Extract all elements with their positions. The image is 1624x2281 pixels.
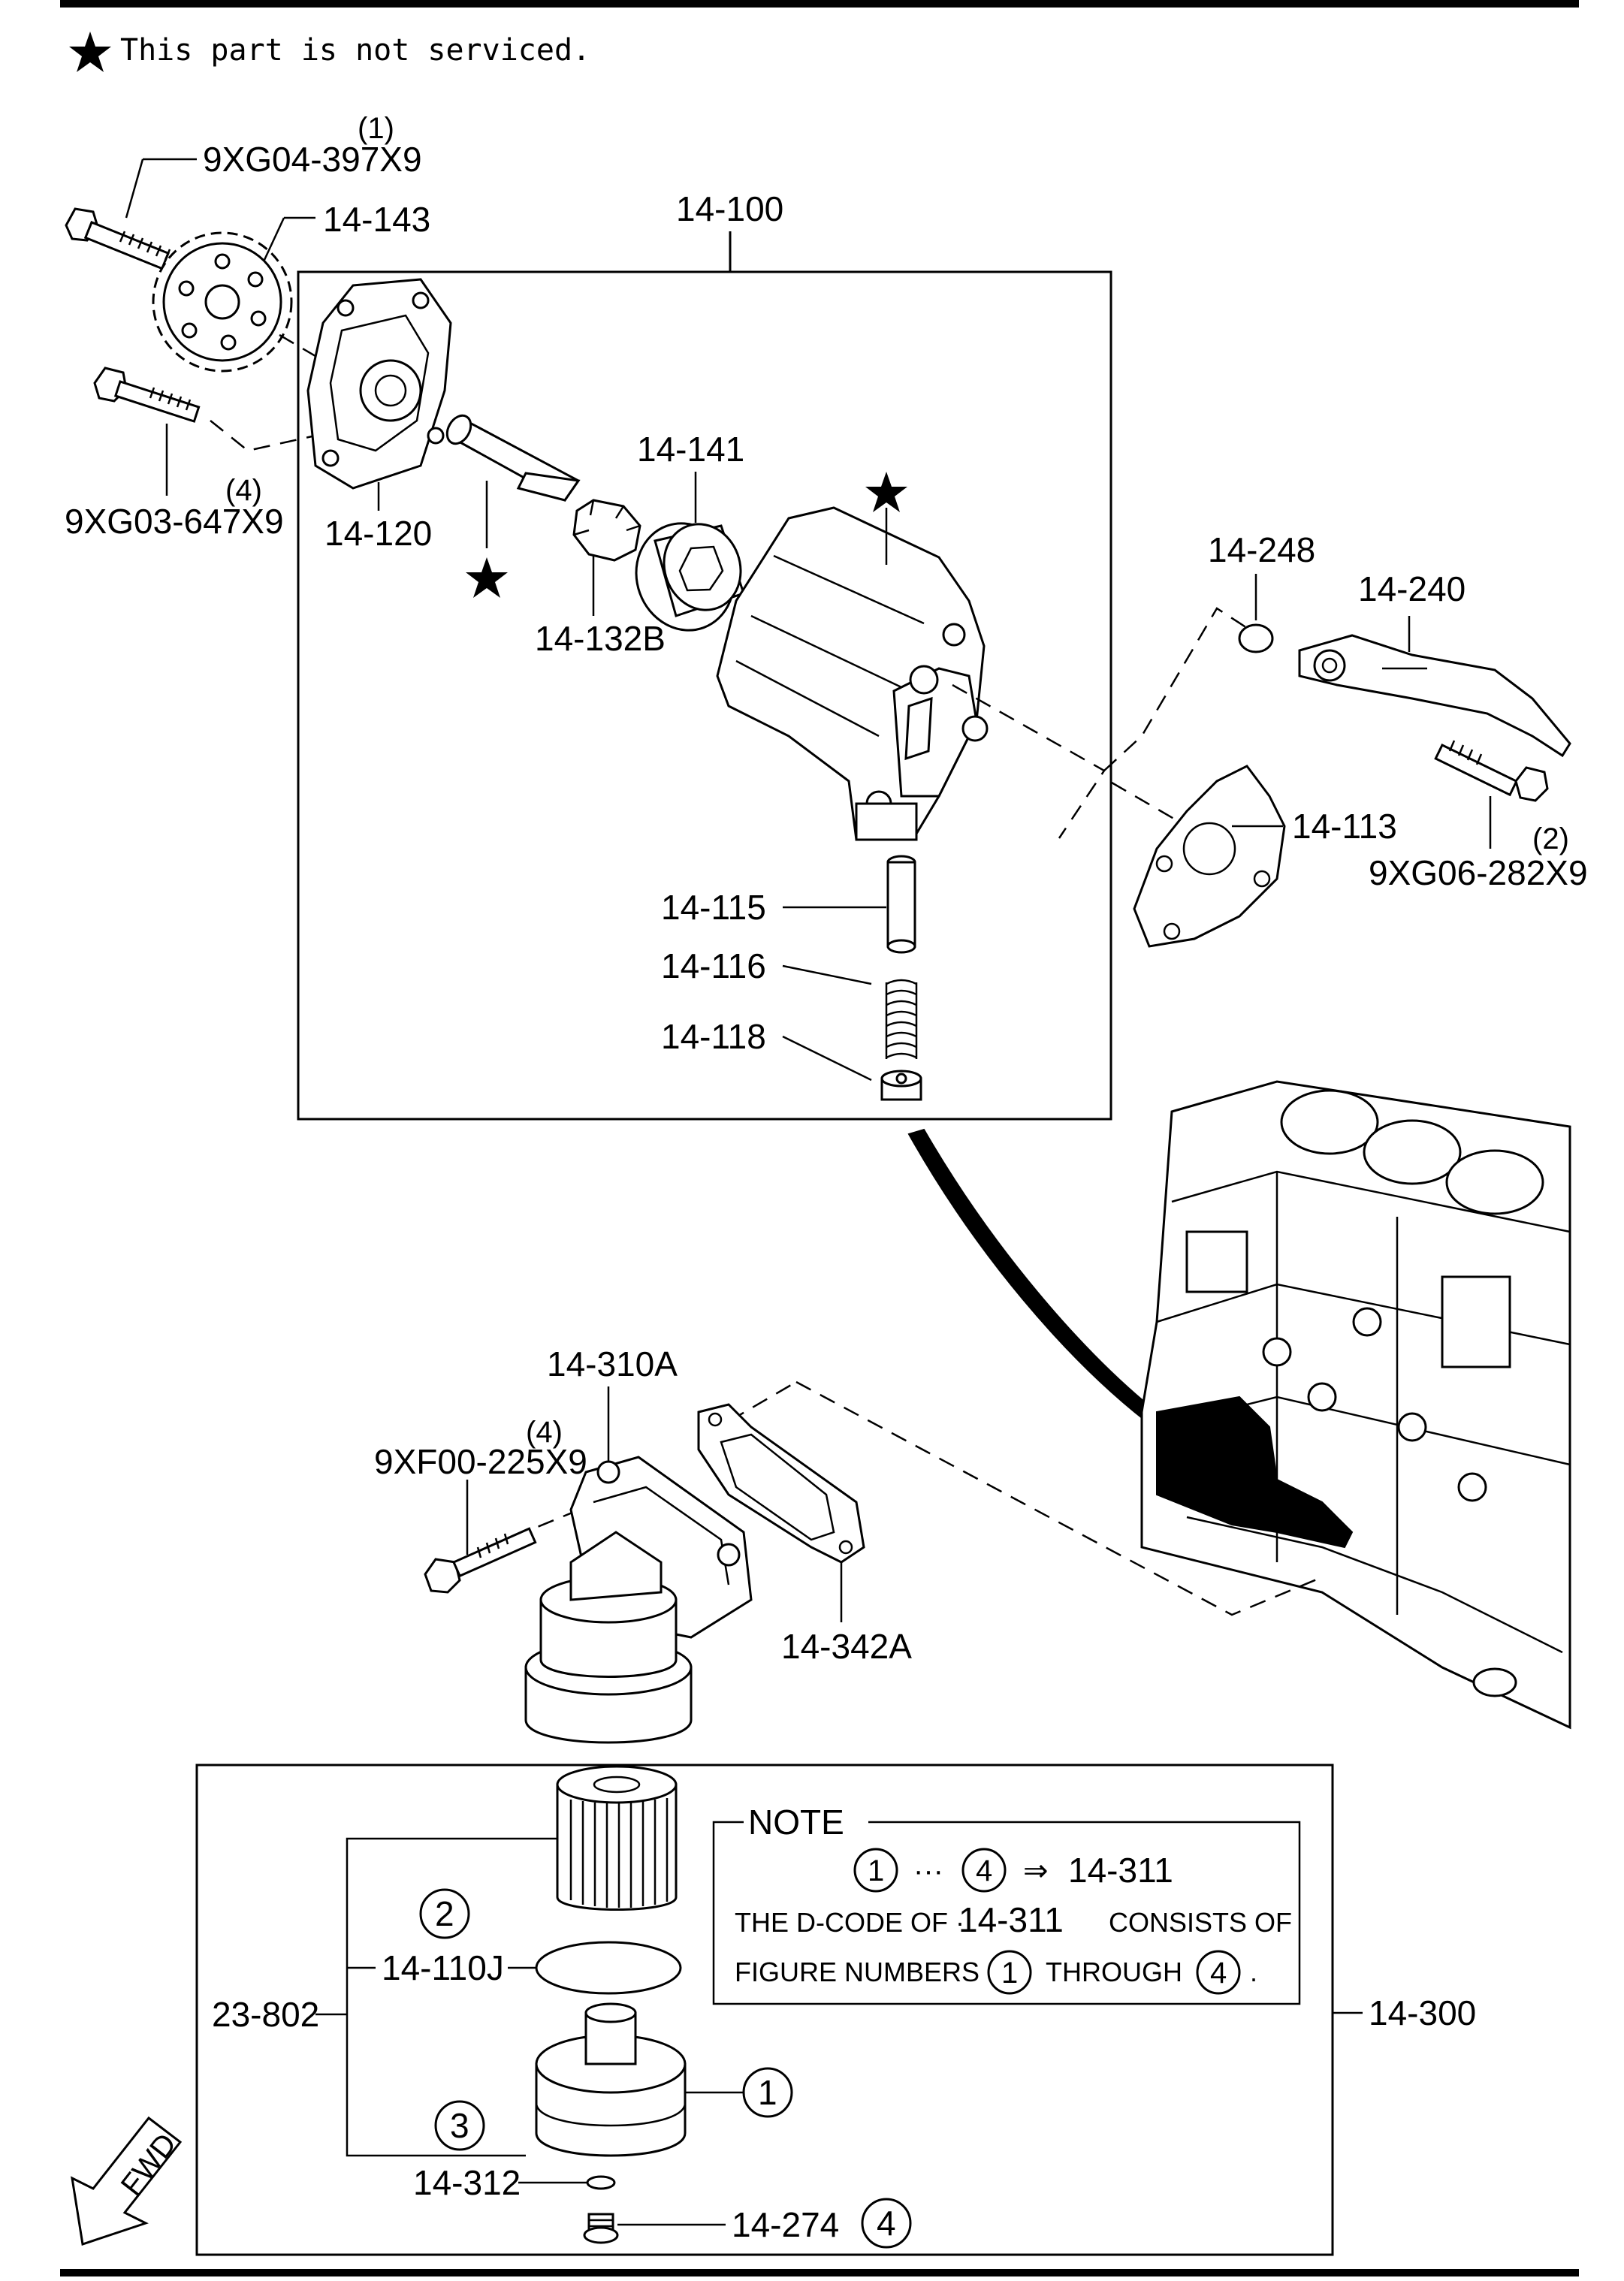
star-icon <box>466 557 508 598</box>
label-14-116: 14-116 <box>661 946 766 985</box>
spring-14-116 <box>885 979 918 1059</box>
outer-rotor-14-141 <box>635 522 745 632</box>
svg-text:.: . <box>1250 1957 1257 1987</box>
plunger-14-115 <box>886 855 916 954</box>
bolt-9xg06 <box>1434 740 1549 802</box>
header-note-text: This part is not serviced. <box>120 33 590 68</box>
svg-text:4: 4 <box>1210 1957 1227 1990</box>
label-14-120: 14-120 <box>324 514 432 553</box>
filter-cap <box>535 2002 687 2157</box>
label-14-240: 14-240 <box>1358 569 1466 608</box>
oil-pump-assembly-box <box>297 270 1112 1121</box>
pump-shaft <box>445 414 581 502</box>
location-pointer <box>907 1128 1158 1424</box>
svg-text:⇒: ⇒ <box>1023 1854 1049 1887</box>
bottom-rule <box>60 2269 1579 2276</box>
label-14-274: 14-274 <box>732 2205 839 2244</box>
label-9xg04-qty: (1) <box>358 112 394 145</box>
label-9xg06: 9XG06-282X9 <box>1369 853 1588 892</box>
label-14-312: 14-312 <box>413 2163 521 2202</box>
svg-text:FIGURE NUMBERS: FIGURE NUMBERS <box>735 1957 980 1987</box>
svg-text:···: ··· <box>913 1854 943 1887</box>
top-rule <box>60 0 1579 8</box>
o-ring-14-312 <box>586 2175 616 2190</box>
svg-text:14-311: 14-311 <box>958 1900 1064 1939</box>
svg-text:4: 4 <box>877 2204 896 2243</box>
label-14-248: 14-248 <box>1208 530 1315 569</box>
svg-text:THE D-CODE OF ·: THE D-CODE OF · <box>735 1907 964 1938</box>
svg-text:4: 4 <box>976 1854 992 1887</box>
note-title: NOTE <box>748 1803 844 1842</box>
engine-block <box>1140 1080 1571 1730</box>
star-icon <box>865 472 907 512</box>
label-9xg03-qty: (4) <box>225 474 262 507</box>
label-14-115: 14-115 <box>661 888 766 927</box>
filter-element <box>556 1765 678 1911</box>
figure-number-2: 2 <box>419 1888 470 1939</box>
svg-text:THROUGH: THROUGH <box>1046 1957 1182 1987</box>
label-14-100: 14-100 <box>676 189 783 228</box>
label-14-118: 14-118 <box>661 1017 766 1056</box>
figure-number-3: 3 <box>434 2100 485 2151</box>
o-ring-14-110j <box>535 1941 682 1995</box>
label-9xf00-qty: (4) <box>526 1416 563 1449</box>
label-9xg06-qty: (2) <box>1532 822 1569 855</box>
label-14-143: 14-143 <box>323 200 430 239</box>
label-14-300: 14-300 <box>1369 1993 1476 2032</box>
filter-body-14-310a <box>524 1456 753 1744</box>
svg-text:1: 1 <box>758 2073 777 2112</box>
svg-text:1: 1 <box>1001 1957 1018 1990</box>
svg-text:CONSISTS OF: CONSISTS OF <box>1109 1907 1292 1938</box>
svg-text:3: 3 <box>450 2106 469 2145</box>
label-14-342a: 14-342A <box>781 1627 912 1666</box>
gasket-14-113 <box>1133 765 1286 948</box>
bolt-9xg04 <box>65 207 171 270</box>
note-box: NOTE 1 ··· 4 ⇒ 14-311 THE D-CODE OF · 14… <box>712 1803 1301 2005</box>
bracket-14-240 <box>1298 634 1571 758</box>
drain-plug-14-274 <box>583 2213 619 2244</box>
fwd-arrow-icon: FWD <box>71 2116 183 2246</box>
bolt-9xg03 <box>93 367 201 423</box>
figure-number-1: 1 <box>742 2067 793 2118</box>
gasket-14-342a <box>697 1403 865 1564</box>
star-icon <box>69 32 111 72</box>
label-14-113: 14-113 <box>1292 807 1397 846</box>
pump-location-highlight <box>1156 1395 1354 1549</box>
pump-body <box>716 506 989 841</box>
label-23-802: 23-802 <box>212 1995 319 2034</box>
svg-text:2: 2 <box>435 1894 454 1933</box>
label-14-141: 14-141 <box>637 430 744 469</box>
sprocket-14-143 <box>152 231 293 373</box>
bolt-9xf00 <box>424 1527 537 1594</box>
label-9xg04: 9XG04-397X9 <box>203 140 422 179</box>
figure-number-4: 4 <box>861 2198 912 2249</box>
label-9xf00: 9XF00-225X9 <box>374 1442 587 1481</box>
label-14-132b: 14-132B <box>535 619 666 658</box>
pump-cover-14-120 <box>306 278 452 490</box>
inner-rotor-14-132b <box>572 499 641 562</box>
label-14-110j: 14-110J <box>382 1948 504 1987</box>
filter-kit-box <box>195 1764 1334 2256</box>
header-note: This part is not serviced. <box>69 32 590 72</box>
snap-ring-14-248 <box>1238 623 1274 653</box>
label-14-310a: 14-310A <box>547 1344 678 1383</box>
note-target: 14-311 <box>1068 1851 1173 1890</box>
svg-text:1: 1 <box>868 1854 884 1887</box>
plug-14-118 <box>880 1070 922 1101</box>
label-9xg03: 9XG03-647X9 <box>65 502 284 541</box>
